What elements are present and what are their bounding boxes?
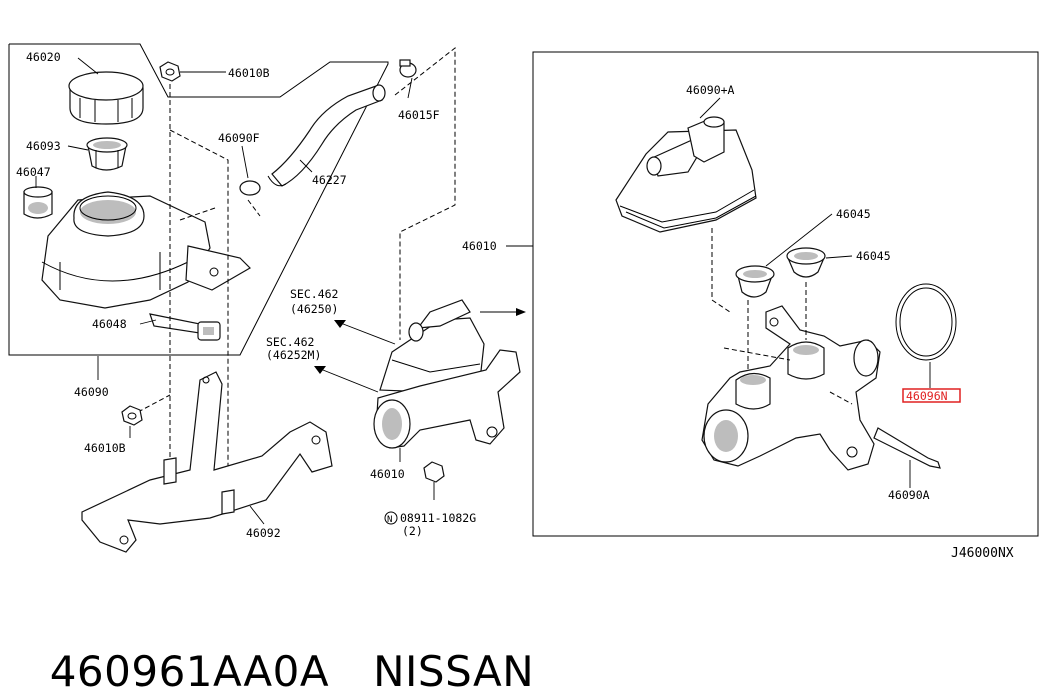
callout-46093: 46093 — [26, 139, 61, 153]
pin-part — [873, 427, 941, 469]
part-number-text: 460961AA0A — [49, 647, 330, 696]
callout-46010b-bottom: 46010B — [84, 441, 126, 455]
highlight-box — [902, 388, 961, 403]
footer-caption: 460961AA0A NISSAN — [22, 598, 534, 696]
sec-ref-2-line-a: SEC.462 — [266, 335, 314, 349]
reservoir-cap-part — [68, 71, 144, 125]
strainer-part — [86, 137, 128, 171]
bolt-symbol: N — [387, 515, 392, 525]
seal-part-b — [786, 247, 826, 278]
callout-46096n: 46096N — [906, 389, 948, 403]
grommet-part — [23, 186, 53, 219]
flange-nut-part — [423, 461, 445, 500]
callout-46090a: 46090A — [888, 488, 930, 502]
callout-46047: 46047 — [16, 165, 51, 179]
reservoir-group-frame — [8, 43, 389, 356]
cylinder-body-part — [701, 305, 881, 471]
callout-46020: 46020 — [26, 50, 61, 64]
callout-46045-b: 46045 — [856, 249, 891, 263]
callout-46010b-top: 46010B — [228, 66, 270, 80]
sec-ref-1-line-b: (46250) — [290, 302, 338, 316]
hose-clamp-part — [239, 59, 417, 196]
nut-part-top — [159, 61, 181, 82]
callout-46090: 46090 — [74, 385, 109, 399]
hose-part — [267, 84, 386, 187]
bolt-part-code: 08911-1082G — [400, 511, 476, 525]
callout-46090f: 46090F — [218, 131, 260, 145]
reservoir-detail-part — [615, 116, 757, 233]
master-cylinder-assembly — [373, 299, 521, 449]
callout-46227: 46227 — [312, 173, 347, 187]
callout-46048: 46048 — [92, 317, 127, 331]
diagram-reference-code: J46000NX — [951, 546, 1014, 561]
bolt-symbol-circle — [384, 511, 398, 525]
callout-46015f: 46015F — [398, 108, 440, 122]
bracket-part — [81, 371, 333, 553]
callout-46010-left: 46010 — [462, 239, 497, 253]
sec-ref-1-line-a: SEC.462 — [290, 287, 338, 301]
reservoir-tank-part — [41, 191, 251, 309]
callout-46045-a: 46045 — [836, 207, 871, 221]
connector-part — [149, 313, 221, 341]
seal-part-a — [735, 265, 775, 298]
nut-part-bottom — [121, 405, 143, 426]
sec-ref-2-line-b: (46252M) — [266, 348, 321, 362]
callout-46010-bottom: 46010 — [370, 467, 405, 481]
bolt-quantity: (2) — [402, 524, 423, 538]
detail-frame — [532, 51, 1039, 537]
callout-46090a-plus: 46090+A — [686, 83, 735, 97]
callout-46092: 46092 — [246, 526, 281, 540]
o-ring-part — [895, 283, 957, 361]
brand-name-text: NISSAN — [373, 647, 535, 696]
